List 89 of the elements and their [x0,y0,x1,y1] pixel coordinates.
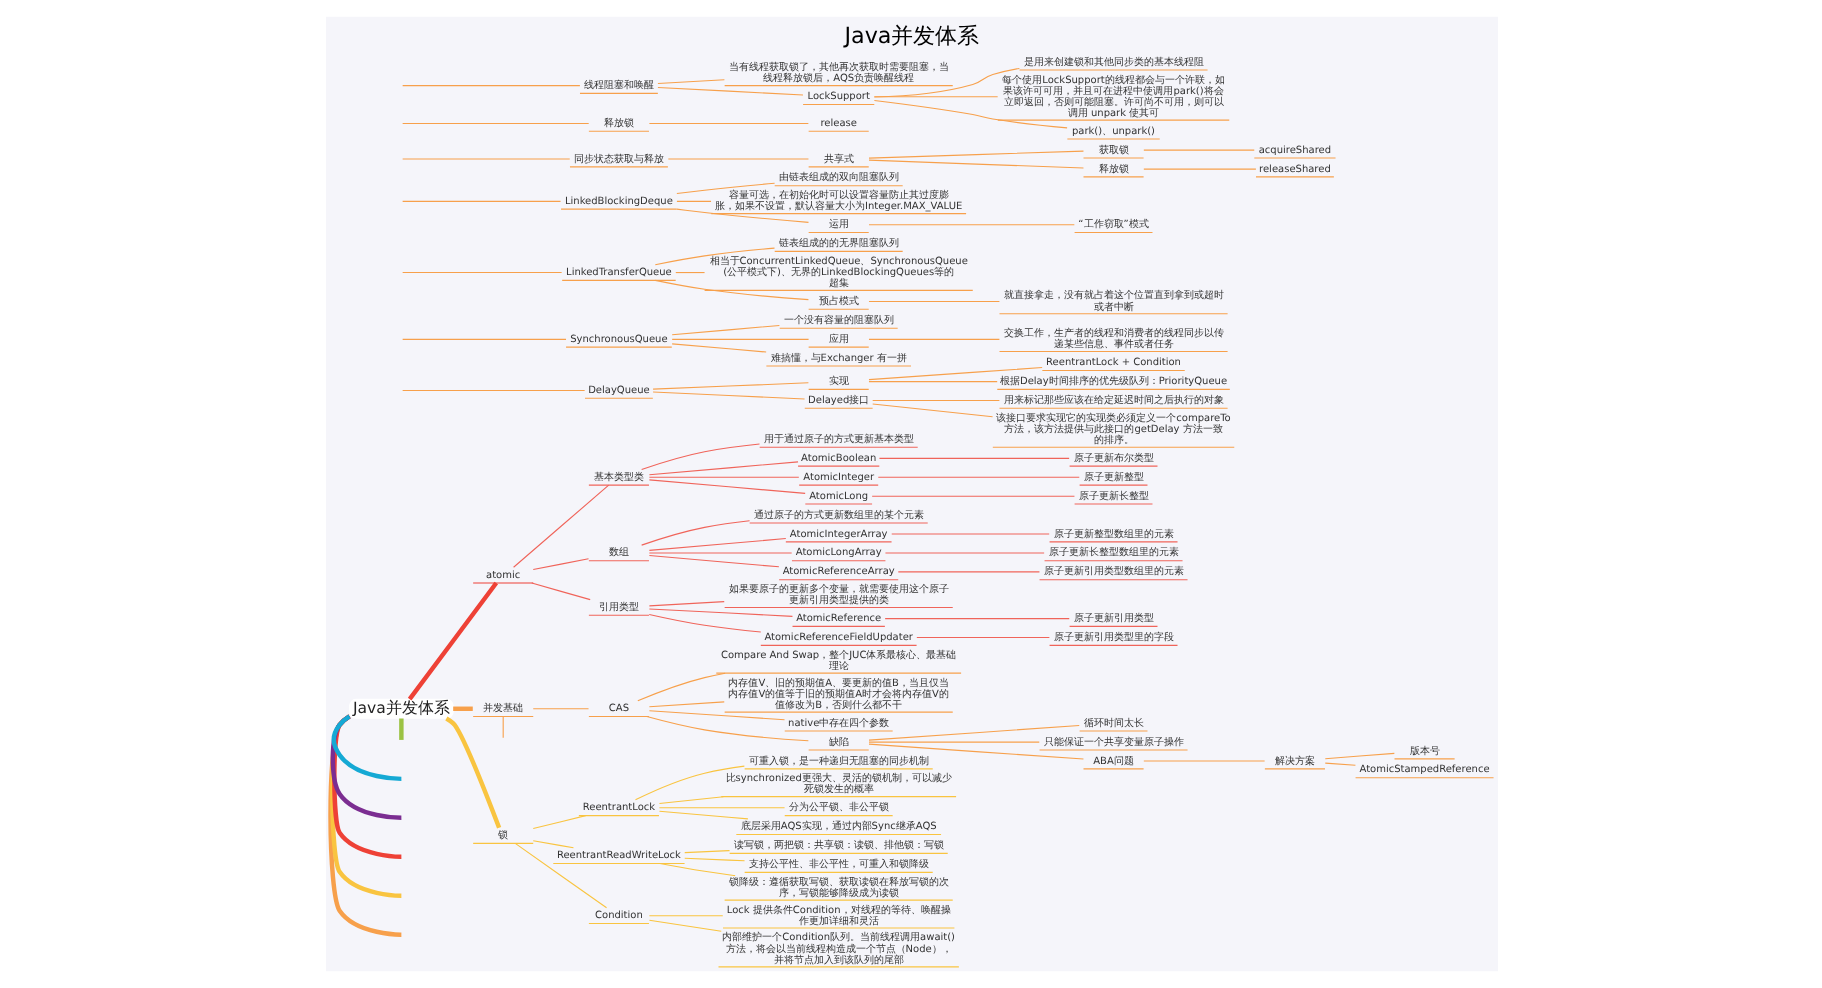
connector [401,338,566,340]
connector [651,382,808,390]
connector [401,389,585,392]
connector [444,716,501,829]
connector [1142,760,1265,762]
connector [653,279,808,301]
connector [531,558,589,571]
connector [501,716,503,739]
connector [877,457,1069,459]
connector [647,710,785,721]
connector [867,150,1083,159]
connector [640,443,760,470]
connector [1323,762,1355,766]
connector [512,484,609,568]
connector [872,100,1067,129]
connector [871,403,993,418]
connector [675,200,711,202]
connector [670,338,809,340]
connector [531,708,589,710]
connector [867,381,997,383]
connector [647,122,808,124]
connector [452,706,472,711]
connector [658,862,735,877]
connector [401,122,589,124]
connector [896,571,1039,573]
connector [674,272,705,274]
connector [514,843,607,909]
connector [883,552,1044,554]
connector [647,613,761,633]
connector [870,495,1074,497]
connector [657,810,748,820]
connector [867,300,999,303]
connector [636,672,725,702]
connector [647,552,792,554]
connector [647,601,724,607]
connector [872,96,998,98]
connector [647,915,723,917]
connector [1142,168,1256,170]
connector [871,399,999,402]
connector [872,67,1019,98]
connector [647,608,793,617]
connector [329,714,401,821]
connector [876,476,1079,478]
connector [656,87,803,96]
connector [657,796,723,805]
connector [883,618,1069,620]
connector [890,533,1049,535]
connector [656,79,724,85]
connector [401,200,561,202]
connector [666,158,808,160]
connector [867,338,999,340]
connector [647,461,798,476]
connector [867,724,1079,741]
connector [675,208,809,223]
connector [331,714,401,859]
connector [647,554,779,568]
connector [1142,149,1254,151]
connector [653,247,775,266]
connector [647,538,786,551]
connector [867,224,1074,226]
connector [657,807,785,809]
connector [633,765,744,801]
connector [406,581,498,701]
connector [675,182,775,195]
connector [867,741,1039,743]
connector [670,324,779,336]
connector [401,85,580,87]
connector [401,158,570,160]
connector [647,476,799,478]
diagram-title: Java并发体系 [843,23,979,50]
connector [670,343,766,353]
connector [640,520,750,546]
connector [530,582,590,601]
connector [867,159,1083,169]
connector [647,701,724,708]
connector [683,857,745,862]
connector [1323,752,1394,760]
connector [531,815,586,830]
connector [398,718,403,740]
connector [330,714,401,782]
connector [647,919,721,932]
connector [915,637,1049,639]
connector [647,479,805,494]
connector [651,391,805,400]
connector [645,716,808,742]
connector [531,840,574,849]
connector [401,272,562,274]
connector [867,743,1083,760]
connector [683,850,730,854]
